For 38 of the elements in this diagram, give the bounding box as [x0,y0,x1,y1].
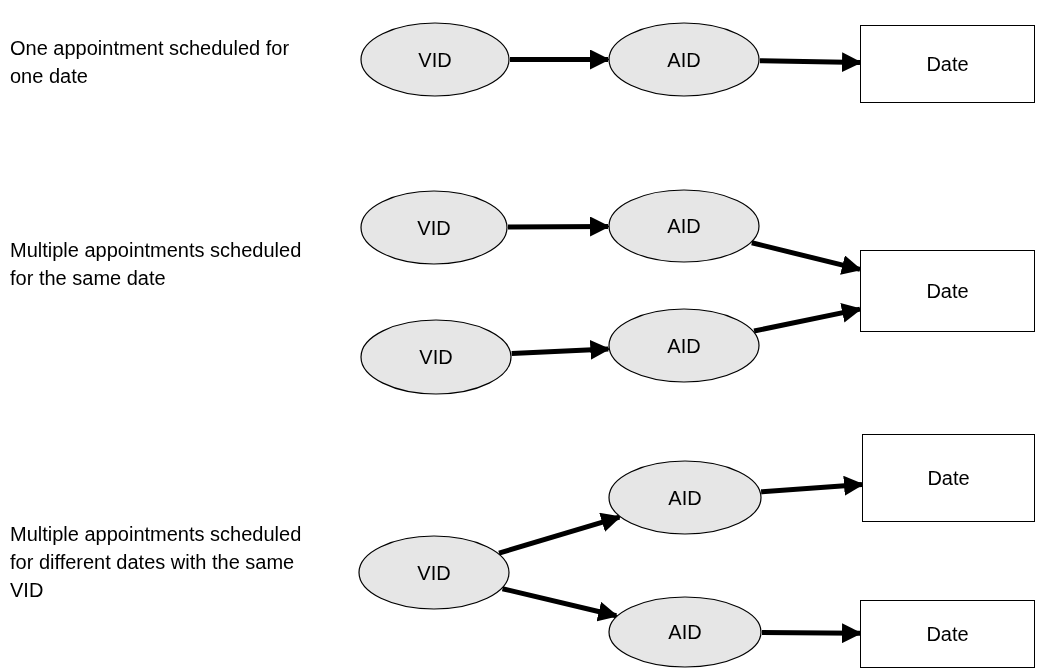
arrow [760,475,864,496]
date-box [860,600,1035,668]
node-label: AID [668,620,702,645]
node-label: Date [926,279,969,304]
node-label: VID [418,47,452,73]
date-box [862,434,1035,522]
id-ellipse [608,596,762,668]
row-description: Multiple appointments scheduled for the same date [10,238,303,291]
node-label: VID [417,215,451,241]
date-box [860,250,1035,332]
row-description: One appointment scheduled for one date [10,36,291,89]
arrow [507,216,610,237]
node-label: AID [667,333,701,359]
node-label: VID [417,560,451,586]
row-description: Multiple appointments scheduled for different dates with the same VID [10,522,303,603]
arrow [751,240,862,275]
id-ellipse [608,308,760,383]
id-ellipse [358,535,510,610]
node-label: Date [926,52,969,77]
arrow [753,302,862,334]
node-label: Date [927,466,970,491]
id-ellipse [360,22,510,97]
arrow [759,52,862,73]
node-label: AID [667,214,701,239]
arrow [501,586,619,622]
arrow [761,623,862,644]
id-ellipse [360,319,512,395]
node-label: AID [668,485,702,511]
id-ellipse [608,22,760,97]
id-ellipse [360,190,508,265]
date-box [860,25,1035,103]
node-label: Date [926,622,969,647]
arrow [498,512,622,556]
node-label: AID [667,47,701,73]
node-label: VID [419,345,453,370]
arrow [510,49,610,70]
id-ellipse [608,189,760,263]
id-ellipse [608,460,762,535]
